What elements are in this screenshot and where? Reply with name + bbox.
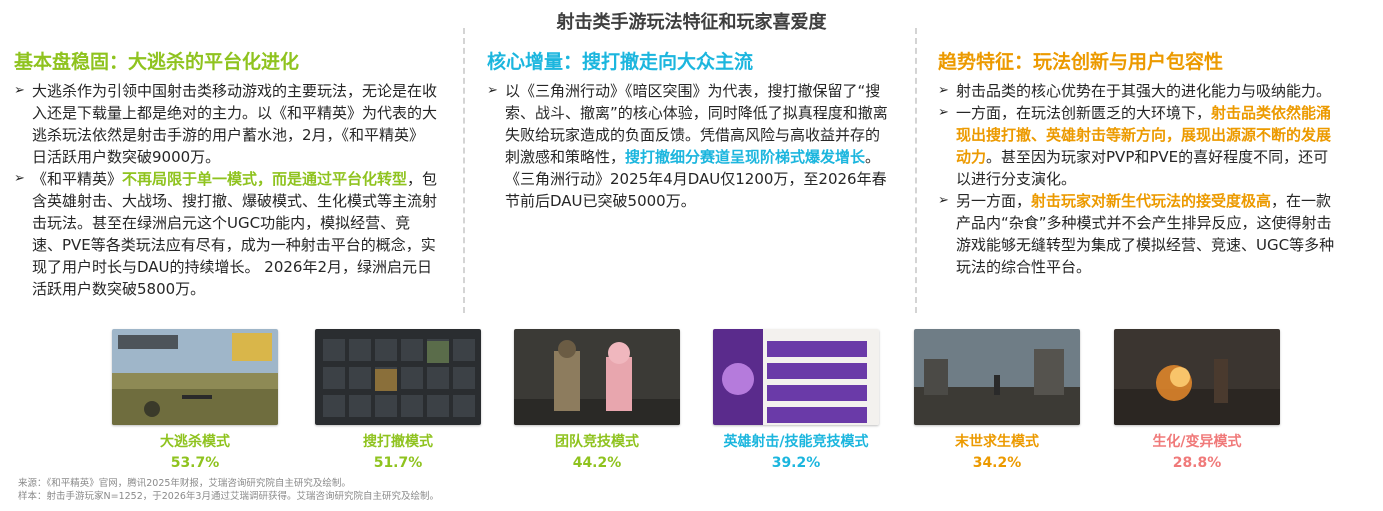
- column-extraction: 核心增量：搜打撤走向大众主流 以《三角洲行动》《暗区突围》为代表，搜打撤保留了“…: [487, 50, 891, 212]
- bullet-text: 《和平精英》: [32, 170, 123, 188]
- mode-percentage: 44.2%: [572, 455, 622, 471]
- mode-card: 搜打撤模式 51.7%: [315, 329, 481, 472]
- highlighted-text: 不再局限于单一模式，而是通过平台化转型: [122, 170, 408, 188]
- mode-card: 英雄射击/技能竞技模式 39.2%: [713, 329, 879, 472]
- mode-card: 生化/变异模式 28.8%: [1114, 329, 1280, 472]
- mode-label: 大逃杀模式: [160, 434, 230, 450]
- bullet-text: 另一方面，: [956, 192, 1032, 210]
- mode-card: 末世求生模式 34.2%: [914, 329, 1080, 472]
- bullet-list: 射击品类的核心优势在于其强大的进化能力与吸纳能力。一方面，在玩法创新匮乏的大环境…: [938, 80, 1338, 278]
- column-heading: 核心增量：搜打撤走向大众主流: [487, 51, 754, 73]
- bullet-text: 。《三角洲行动》2025年4月DAU仅1200万，至2026年春节前后DAU已突…: [505, 148, 887, 210]
- sample-note: 样本：射击手游玩家N=1252，于2026年3月通过艾瑞调研获得。艾瑞咨询研究院…: [18, 491, 439, 502]
- bullet-item: 一方面，在玩法创新匮乏的大环境下，射击品类依然能涌现出搜打撤、英雄射击等新方向，…: [938, 102, 1338, 190]
- bullet-text: ，在一款产品内“杂食”多种模式并不会产生排异反应，这使得射击游戏能够无缝转型为集…: [956, 192, 1335, 276]
- column-battle-royale: 基本盘稳固：大逃杀的平台化进化 大逃杀作为引领中国射击类移动游戏的主要玩法，无论…: [14, 50, 438, 300]
- bullet-item: 射击品类的核心优势在于其强大的进化能力与吸纳能力。: [938, 80, 1338, 102]
- mode-label: 生化/变异模式: [1152, 434, 1242, 450]
- column-trends: 趋势特征：玩法创新与用户包容性 射击品类的核心优势在于其强大的进化能力与吸纳能力…: [938, 50, 1338, 278]
- mode-label: 英雄射击/技能竞技模式: [723, 434, 869, 450]
- mode-card: 大逃杀模式 53.7%: [112, 329, 278, 472]
- mode-screenshot: [914, 329, 1080, 425]
- bullet-text: ，包含英雄射击、大战场、搜打撤、爆破模式、生化模式等主流射击玩法。甚至在绿洲启元…: [32, 170, 438, 298]
- mode-percentage: 34.2%: [972, 455, 1022, 471]
- mode-card: 团队竞技模式 44.2%: [514, 329, 680, 472]
- highlighted-text: 搜打撤细分赛道呈现阶梯式爆发增长: [625, 148, 866, 166]
- bullet-item: 以《三角洲行动》《暗区突围》为代表，搜打撤保留了“搜索、战斗、撤离”的核心体验，…: [487, 80, 891, 212]
- bullet-text: 以《三角洲行动》《暗区突围》为代表，搜打撤保留了“搜索、战斗、撤离”的核心体验，…: [505, 82, 888, 166]
- mode-label: 搜打撤模式: [363, 434, 433, 450]
- mode-percentage: 51.7%: [373, 455, 423, 471]
- mode-screenshot: [713, 329, 879, 425]
- bullet-item: 大逃杀作为引领中国射击类移动游戏的主要玩法，无论是在收入还是下载量上都是绝对的主…: [14, 80, 438, 168]
- column-divider: [463, 28, 465, 313]
- mode-screenshot: [112, 329, 278, 425]
- bullet-text: 。甚至因为玩家对PVP和PVE的喜好程度不同，还可以进行分支演化。: [956, 148, 1329, 188]
- bullet-item: 另一方面，射击玩家对新生代玩法的接受度极高，在一款产品内“杂食”多种模式并不会产…: [938, 190, 1338, 278]
- bullet-text: 射击品类的核心优势在于其强大的进化能力与吸纳能力。: [956, 82, 1332, 100]
- mode-percentage: 39.2%: [771, 455, 821, 471]
- bullet-text: 一方面，在玩法创新匮乏的大环境下，: [956, 104, 1212, 122]
- mode-label: 团队竞技模式: [555, 434, 639, 450]
- mode-screenshot: [1114, 329, 1280, 425]
- mode-percentage: 28.8%: [1172, 455, 1222, 471]
- highlighted-text: 射击玩家对新生代玩法的接受度极高: [1031, 192, 1272, 210]
- mode-label: 末世求生模式: [955, 434, 1039, 450]
- bullet-list: 大逃杀作为引领中国射击类移动游戏的主要玩法，无论是在收入还是下载量上都是绝对的主…: [14, 80, 438, 300]
- mode-percentage: 53.7%: [170, 455, 220, 471]
- mode-screenshot: [514, 329, 680, 425]
- page-title: 射击类手游玩法特征和玩家喜爱度: [556, 12, 827, 33]
- bullet-list: 以《三角洲行动》《暗区突围》为代表，搜打撤保留了“搜索、战斗、撤离”的核心体验，…: [487, 80, 891, 212]
- bullet-text: 大逃杀作为引领中国射击类移动游戏的主要玩法，无论是在收入还是下载量上都是绝对的主…: [32, 82, 438, 166]
- source-note: 来源：《和平精英》官网，腾讯2025年财报，艾瑞咨询研究院自主研究及绘制。: [18, 478, 351, 489]
- mode-screenshot: [315, 329, 481, 425]
- column-divider: [915, 28, 917, 313]
- column-heading: 基本盘稳固：大逃杀的平台化进化: [14, 51, 300, 73]
- highlighted-text: 射击品类依然能涌现出搜打撤、英雄射击等新方向，展现出源源不断的发展动力: [956, 104, 1332, 166]
- bullet-item: 《和平精英》不再局限于单一模式，而是通过平台化转型，包含英雄射击、大战场、搜打撤…: [14, 168, 438, 300]
- column-heading: 趋势特征：玩法创新与用户包容性: [938, 51, 1224, 73]
